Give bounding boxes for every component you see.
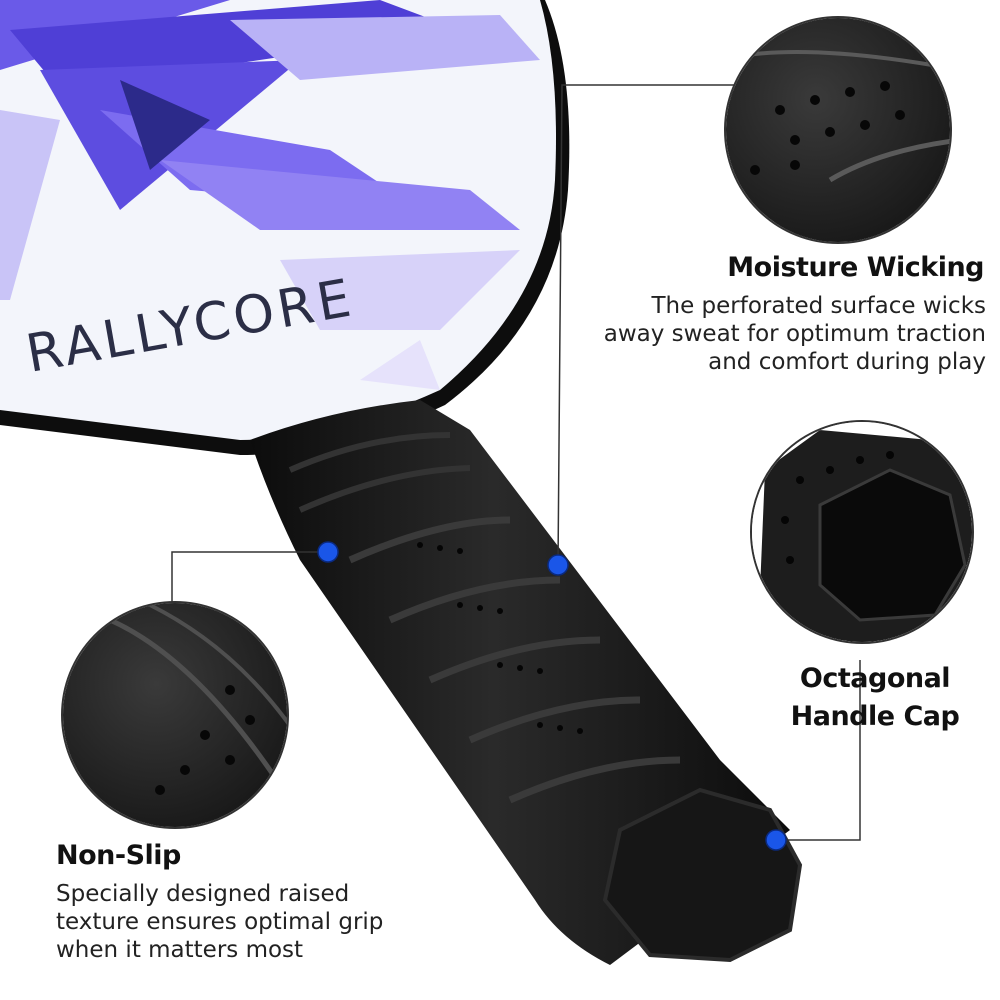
paddle-handle-grip	[250, 400, 803, 965]
paddle-face: RALLYCORE	[0, 0, 556, 440]
handle-cap-title-line-1: Octagonal	[799, 663, 951, 694]
moisture-wicking-line-3: and comfort during play	[708, 349, 986, 375]
handle-cap-title: Octagonal Handle Cap	[760, 660, 990, 736]
moisture-wicking-title: Moisture Wicking	[727, 252, 984, 283]
zoom-circle-moisture-wicking	[724, 16, 952, 244]
handle-cap-title-line-2: Handle Cap	[790, 701, 960, 732]
moisture-wicking-line-1: The perforated surface wicks	[651, 293, 986, 319]
non-slip-line-1: Specially designed raised	[56, 881, 350, 907]
callout-dots	[317, 541, 787, 851]
moisture-wicking-line-2: away sweat for optimum traction	[603, 321, 986, 347]
callout-dot-cap	[765, 829, 787, 851]
moisture-wicking-description: The perforated surface wicks away sweat …	[526, 292, 986, 376]
non-slip-title: Non-Slip	[56, 840, 181, 871]
zoom-circle-non-slip	[61, 601, 289, 829]
non-slip-line-3: when it matters most	[56, 937, 304, 963]
leader-lines	[171, 84, 861, 841]
callout-dot-nonslip	[317, 541, 339, 563]
non-slip-line-2: texture ensures optimal grip	[56, 909, 384, 935]
zoom-circle-handle-cap	[750, 420, 974, 644]
callout-dot-moisture	[547, 554, 569, 576]
non-slip-description: Specially designed raised texture ensure…	[56, 880, 456, 964]
